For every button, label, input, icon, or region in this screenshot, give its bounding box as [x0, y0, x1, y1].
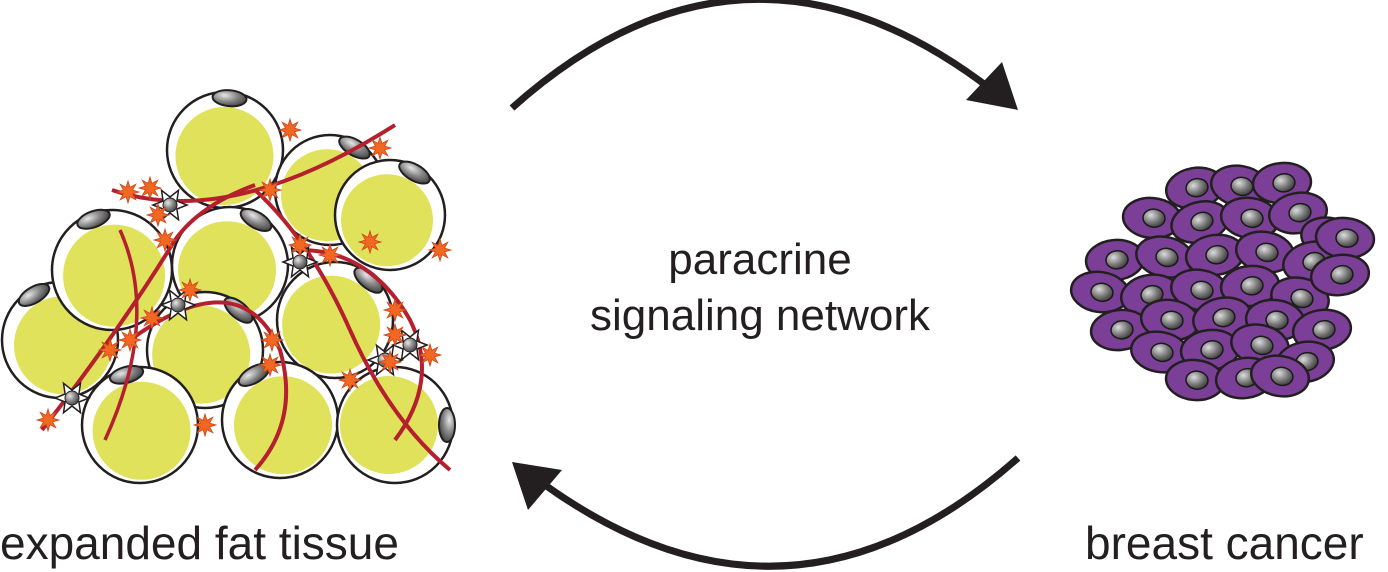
tumor-cell-icon [1309, 253, 1371, 297]
bottom-arrow [512, 455, 1021, 570]
cytokine-star-icon [97, 337, 123, 363]
cytokine-star-icon [137, 175, 163, 201]
cytokine-star-icon [259, 327, 285, 353]
cytokine-star-icon [117, 327, 143, 353]
adipocyte-cell-icon [50, 208, 174, 332]
cytokine-star-icon [277, 117, 303, 143]
bottom-arrow-head [512, 462, 562, 510]
cytokine-star-icon [192, 412, 218, 438]
cytokine-star-icon [357, 229, 383, 255]
tumor-cell-icon [1234, 230, 1296, 274]
cytokine-star-icon [367, 135, 393, 161]
cytokine-star-icon [177, 277, 203, 303]
cytokines [35, 117, 453, 438]
cytokine-star-icon [377, 349, 403, 375]
cytokine-star-icon [337, 367, 363, 393]
cytokine-star-icon [427, 237, 453, 263]
paracrine-label-line1: paracrine [668, 235, 852, 284]
blood-vessel-icon [40, 183, 256, 432]
tumor-cell-icon [1129, 330, 1191, 374]
adipocyte-cell-icon [335, 365, 456, 485]
tumor-cell-icon [1069, 270, 1131, 314]
cytokine-star-icon [35, 407, 61, 433]
blood-vessel-icon [253, 188, 452, 472]
top-arrow [509, 0, 1018, 111]
blood-vessel-icon [103, 229, 139, 441]
tumor-cell-icon [1291, 308, 1353, 352]
cytokine-star-icon [382, 297, 408, 323]
immune-cell-icon [52, 381, 92, 415]
fat-tissue-label: expanded fat tissue [0, 517, 399, 569]
paracrine-label-line2: signaling network [590, 291, 930, 340]
immune-cell-icon [150, 188, 190, 222]
paracrine-label: paracrine signaling network [500, 232, 1020, 344]
blood-vessel-icon [111, 123, 397, 204]
fat-tissue-illustration [0, 89, 456, 485]
tumor-cell-icon [1249, 354, 1311, 398]
breast-cancer-label: breast cancer [1085, 517, 1364, 569]
immune-cell-icon [158, 288, 198, 322]
cytokine-star-icon [115, 179, 141, 205]
cytokine-star-icon [139, 305, 165, 331]
cytokine-star-icon [317, 242, 343, 268]
tumor-cell-icon [1192, 296, 1252, 340]
adipocyte-cell-icon [275, 260, 395, 380]
cytokine-star-icon [145, 202, 171, 228]
blood-vessel-icon [299, 248, 424, 442]
cytokine-star-icon [152, 227, 178, 253]
cytokine-star-icon [257, 177, 283, 203]
bottom-arrow-curve [542, 455, 1021, 570]
cytokine-star-icon [257, 352, 283, 378]
cytokine-star-icon [287, 232, 313, 258]
tumor-cell-icon [1219, 196, 1281, 240]
tumor-cell-icon [1084, 238, 1146, 282]
breast-cancer-illustration [1069, 161, 1376, 402]
cytokine-star-icon [382, 322, 408, 348]
tumor-cell-icon [1135, 235, 1195, 279]
tumor-cell-icon [1121, 196, 1183, 240]
adipocyte-cell-icon [220, 360, 340, 480]
top-arrow-head [966, 62, 1018, 110]
top-arrow-curve [509, 0, 995, 111]
adipocyte-cell-icon [333, 158, 447, 272]
cytokine-star-icon [417, 342, 443, 368]
